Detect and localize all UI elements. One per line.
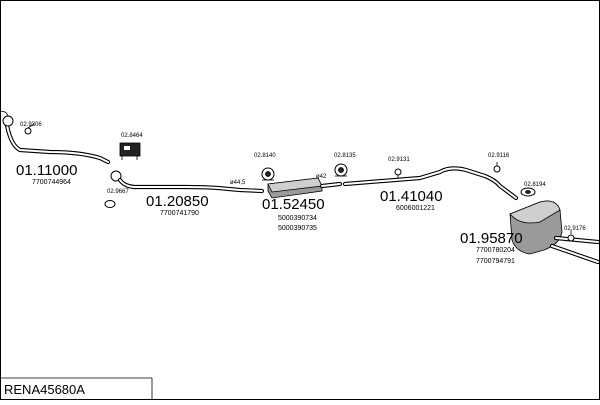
clamp-02-9176: [567, 230, 575, 242]
clamp-label-1: 02.9306: [20, 122, 42, 128]
dimension-label-2: ø42: [316, 174, 327, 180]
part-number-4: 01.41040: [380, 188, 443, 205]
intermediate-pipe-01-20850: [110, 170, 265, 194]
clamp-02-8140: [261, 167, 275, 181]
rear-pipe-01-41040: [342, 166, 519, 201]
part-number-5: 01.95870: [460, 230, 523, 247]
clamp-02-9131: [394, 168, 402, 180]
rear-silencer-01-95870: [509, 200, 600, 265]
clamp-label-8: 02.8194: [524, 182, 546, 188]
clamp-02-8464: [119, 142, 141, 160]
centre-silencer-01-52450: [267, 177, 343, 199]
clamp-02-9667: [104, 200, 116, 208]
clamp-label-7: 02.9116: [488, 153, 510, 159]
oe-number-5b: 7700794791: [476, 258, 515, 265]
reference-code: RENA45680A: [4, 382, 85, 397]
front-pipe-01-11000: [0, 111, 111, 165]
oe-number-2a: 7700741790: [160, 210, 199, 217]
oe-number-1a: 7700744964: [32, 179, 71, 186]
part-number-3: 01.52450: [262, 196, 325, 213]
oe-number-5a: 7700780204: [476, 247, 515, 254]
clamp-02-9116: [493, 162, 501, 173]
part-number-1: 01.11000: [16, 162, 77, 179]
clamp-label-5: 02.8135: [334, 153, 356, 159]
front-flange: [2, 115, 14, 127]
clamp-label-4: 02.8140: [254, 153, 276, 159]
clamp-02-8194: [520, 187, 536, 197]
intermediate-flange: [110, 170, 122, 182]
clamp-label-3: 02.9667: [107, 189, 129, 195]
part-number-2: 01.20850: [146, 193, 209, 210]
dimension-label-1: ø44,5: [230, 180, 246, 186]
clamp-label-2: 02.8464: [121, 133, 143, 139]
clamp-label-6: 02.9131: [388, 157, 410, 163]
clamp-02-8135: [334, 163, 348, 177]
oe-number-4a: 6006001221: [396, 205, 435, 212]
clamp-02-9306: [24, 123, 35, 135]
clamp-label-9: 02.9176: [564, 226, 586, 232]
oe-number-3b: 5000390735: [278, 225, 317, 232]
oe-number-3a: 5000390734: [278, 215, 317, 222]
